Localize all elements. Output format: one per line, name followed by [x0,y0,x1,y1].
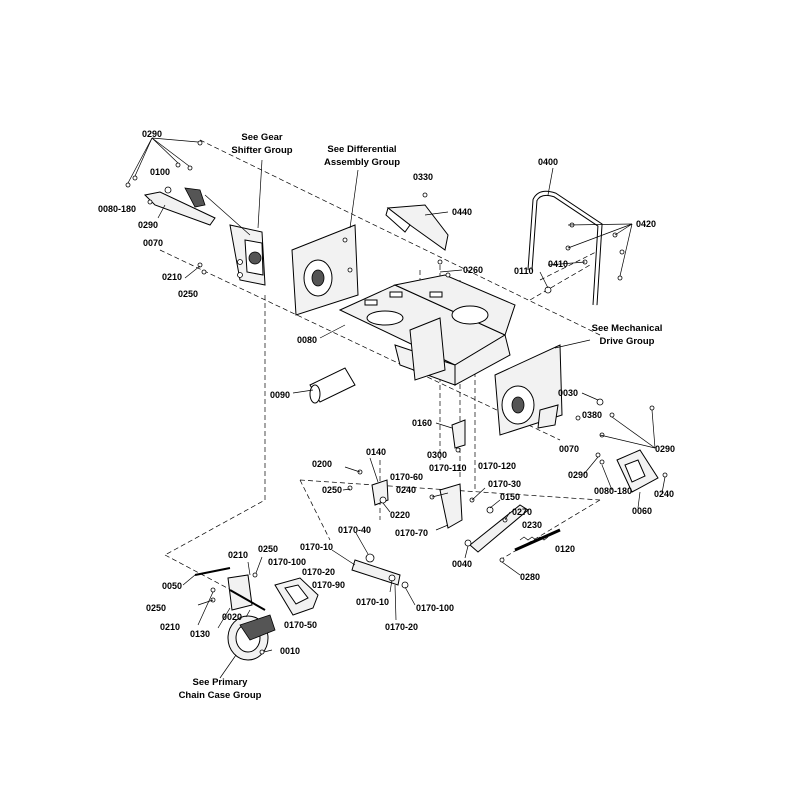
part-label: 0440 [452,207,472,217]
note-gear-shifter-line2: Shifter Group [231,145,292,156]
part-label: 0090 [270,390,290,400]
part-label: 0080 [297,335,317,345]
shield [274,577,319,616]
left-side-plate [291,224,359,316]
tube [309,367,356,404]
part-label: 0040 [452,559,472,569]
part-label: 0210 [160,622,180,632]
cover [385,204,449,251]
part-label: 0060 [632,506,652,516]
lower-bracket [194,567,266,611]
main-frame [338,274,516,386]
bracket-0160 [451,419,466,449]
part-label: 0290 [568,470,588,480]
part-label: 0070 [143,238,163,248]
note-gear-shifter-line1: See Gear [241,132,282,143]
part-label: 0400 [538,157,558,167]
part-label: 0260 [463,265,483,275]
part-label: 0170-110 [429,463,467,473]
part-label: 0140 [366,447,386,457]
part-label: 0070 [559,444,579,454]
part-label: 0250 [322,485,342,495]
note-mechanical-drive-line2: Drive Group [600,336,655,347]
part-label: 0230 [522,520,542,530]
handle [527,190,603,306]
part-label: 0170-90 [312,580,345,590]
part-label: 0250 [146,603,166,613]
part-label: 0240 [654,489,674,499]
part-label: 0170-50 [284,620,317,630]
part-label: 0380 [582,410,602,420]
part-label: 0160 [412,418,432,428]
part-label: 0100 [150,167,170,177]
hardware [125,140,668,655]
part-labels: 0290 0100 0080-180 0290 0070 0210 0250 0… [98,129,675,656]
right-side-plate [494,344,563,436]
note-mechanical-drive-line1: See Mechanical [592,323,663,334]
part-label: 0210 [162,272,182,282]
part-label: 0080-180 [594,486,632,496]
part-label: 0290 [142,129,162,139]
part-label: 0410 [548,259,568,269]
part-label: 0300 [427,450,447,460]
part-label: 0290 [655,444,675,454]
part-label: 0170-20 [385,622,418,632]
part-label: 0170-100 [268,557,306,567]
part-label: 0220 [390,510,410,520]
part-label: 0170-30 [488,479,521,489]
part-label: 0130 [190,629,210,639]
part-label: 0170-40 [338,525,371,535]
gear-shifter-bracket [229,224,266,286]
note-differential-line2: Assembly Group [324,157,400,168]
part-label: 0120 [555,544,575,554]
part-label: 0170-20 [302,567,335,577]
part-label: 0240 [396,485,416,495]
primary-chain-case [227,614,276,661]
part-label: 0170-10 [300,542,333,552]
part-label: 0270 [512,507,532,517]
part-label: 0170-60 [390,472,423,482]
assembly-lines [159,139,601,601]
part-label: 0170-10 [356,597,389,607]
part-label: 0050 [162,581,182,591]
linkage-arms [439,483,561,553]
part-label: 0030 [558,388,578,398]
part-label: 0170-120 [478,461,516,471]
part-label: 0280 [520,572,540,582]
leader-lines [127,137,666,679]
part-label: 0290 [138,220,158,230]
part-label: 0080-180 [98,204,136,214]
shift-lever [143,187,251,236]
note-primary-chain-line1: See Primary [193,677,249,688]
part-label: 0200 [312,459,332,469]
part-label: 0110 [514,266,534,276]
part-label: 0020 [222,612,242,622]
cross-shaft [351,553,409,589]
note-primary-chain-line2: Chain Case Group [179,690,262,701]
part-label: 0250 [258,544,278,554]
callout-notes: See Gear Shifter Group See Differential … [179,132,663,701]
part-label: 0150 [500,492,520,502]
bracket-0060 [616,449,659,493]
part-label: 0250 [178,289,198,299]
part-label: 0210 [228,550,248,560]
note-differential-line1: See Differential [327,144,396,155]
part-label: 0010 [280,646,300,656]
part-label: 0330 [413,172,433,182]
part-label: 0420 [636,219,656,229]
part-label: 0170-100 [416,603,454,613]
part-label: 0170-70 [395,528,428,538]
